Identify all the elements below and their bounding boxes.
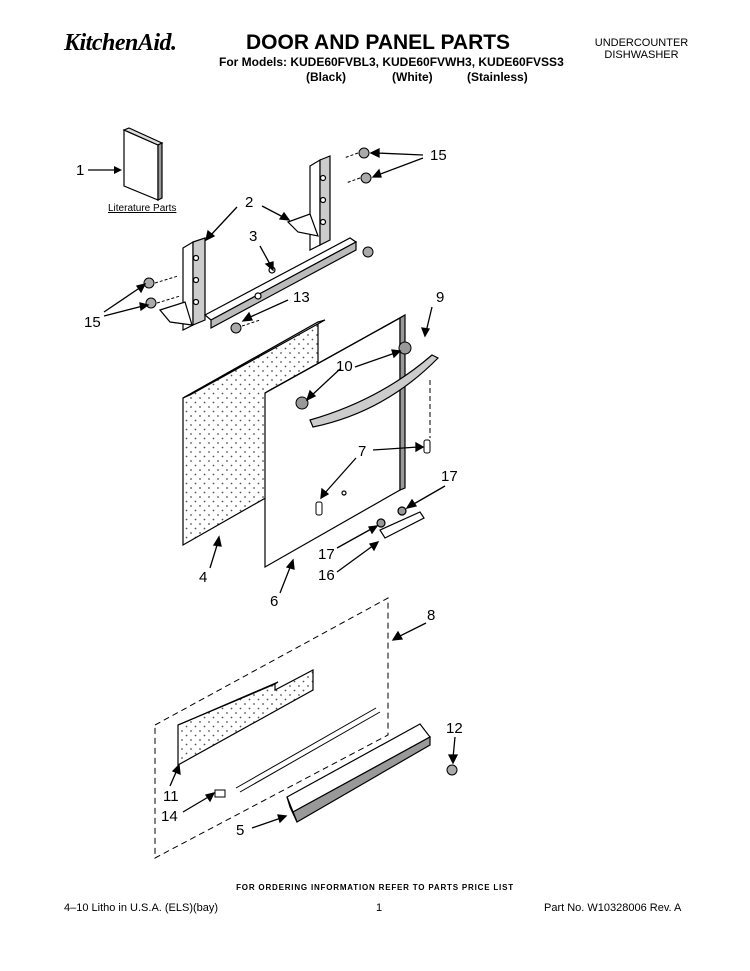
- literature-booklet: [122, 127, 164, 201]
- variant-black: (Black): [306, 70, 347, 84]
- callout-4: 4: [199, 569, 208, 586]
- insulation-panel: [182, 319, 326, 547]
- toe-panel-outline: [154, 597, 389, 859]
- variant-white: (White): [392, 70, 433, 84]
- brand-logo: KitchenAid.: [64, 30, 177, 56]
- literature-parts-label: Literature Parts: [108, 203, 177, 214]
- callout-15-left: 15: [84, 314, 101, 331]
- callout-17-right: 17: [441, 468, 458, 485]
- appliance-type: UNDERCOUNTER DISHWASHER: [594, 37, 689, 61]
- page-number: 1: [376, 902, 383, 914]
- callout-1: 1: [76, 162, 85, 179]
- part-number: Part No. W10328006 Rev. A: [544, 902, 682, 914]
- callout-6: 6: [270, 593, 279, 610]
- left-mounting-bracket: [158, 237, 206, 331]
- screws: [143, 147, 374, 334]
- callout-5: 5: [236, 822, 245, 839]
- ordering-info: FOR ORDERING INFORMATION REFER TO PARTS …: [236, 883, 514, 892]
- appliance-line-1: UNDERCOUNTER: [594, 37, 689, 49]
- callout-15-top: 15: [430, 147, 447, 164]
- handle-spacers: [295, 341, 412, 410]
- right-mounting-bracket: [286, 155, 331, 251]
- callout-8: 8: [427, 607, 436, 624]
- cross-rail: [203, 237, 358, 330]
- page-title: DOOR AND PANEL PARTS: [246, 31, 511, 54]
- callout-2: 2: [245, 194, 254, 211]
- appliance-line-2: DISHWASHER: [604, 49, 679, 61]
- leader-lines: [103, 147, 459, 829]
- toe-panel: [286, 723, 431, 823]
- door-panel: [264, 313, 406, 569]
- callout-16: 16: [318, 567, 335, 584]
- callout-9: 9: [436, 289, 445, 306]
- variant-stainless: (Stainless): [467, 70, 528, 84]
- callout-12: 12: [446, 720, 463, 737]
- callout-14: 14: [161, 808, 178, 825]
- callout-17-left: 17: [318, 546, 335, 563]
- handle-pins: [315, 439, 431, 516]
- callout-3: 3: [249, 228, 258, 245]
- litho-note: 4–10 Litho in U.S.A. (ELS)(bay): [64, 902, 219, 914]
- models-line: For Models: KUDE60FVBL3, KUDE60FVWH3, KU…: [219, 55, 564, 69]
- door-handle: [309, 354, 440, 428]
- toe-panel-screw: [446, 764, 458, 776]
- callout-11: 11: [163, 788, 179, 805]
- callout-13: 13: [293, 289, 310, 306]
- callout-7: 7: [358, 443, 367, 460]
- callout-10: 10: [336, 358, 353, 375]
- toe-insulation: [177, 669, 314, 767]
- badge-plate: [376, 506, 425, 539]
